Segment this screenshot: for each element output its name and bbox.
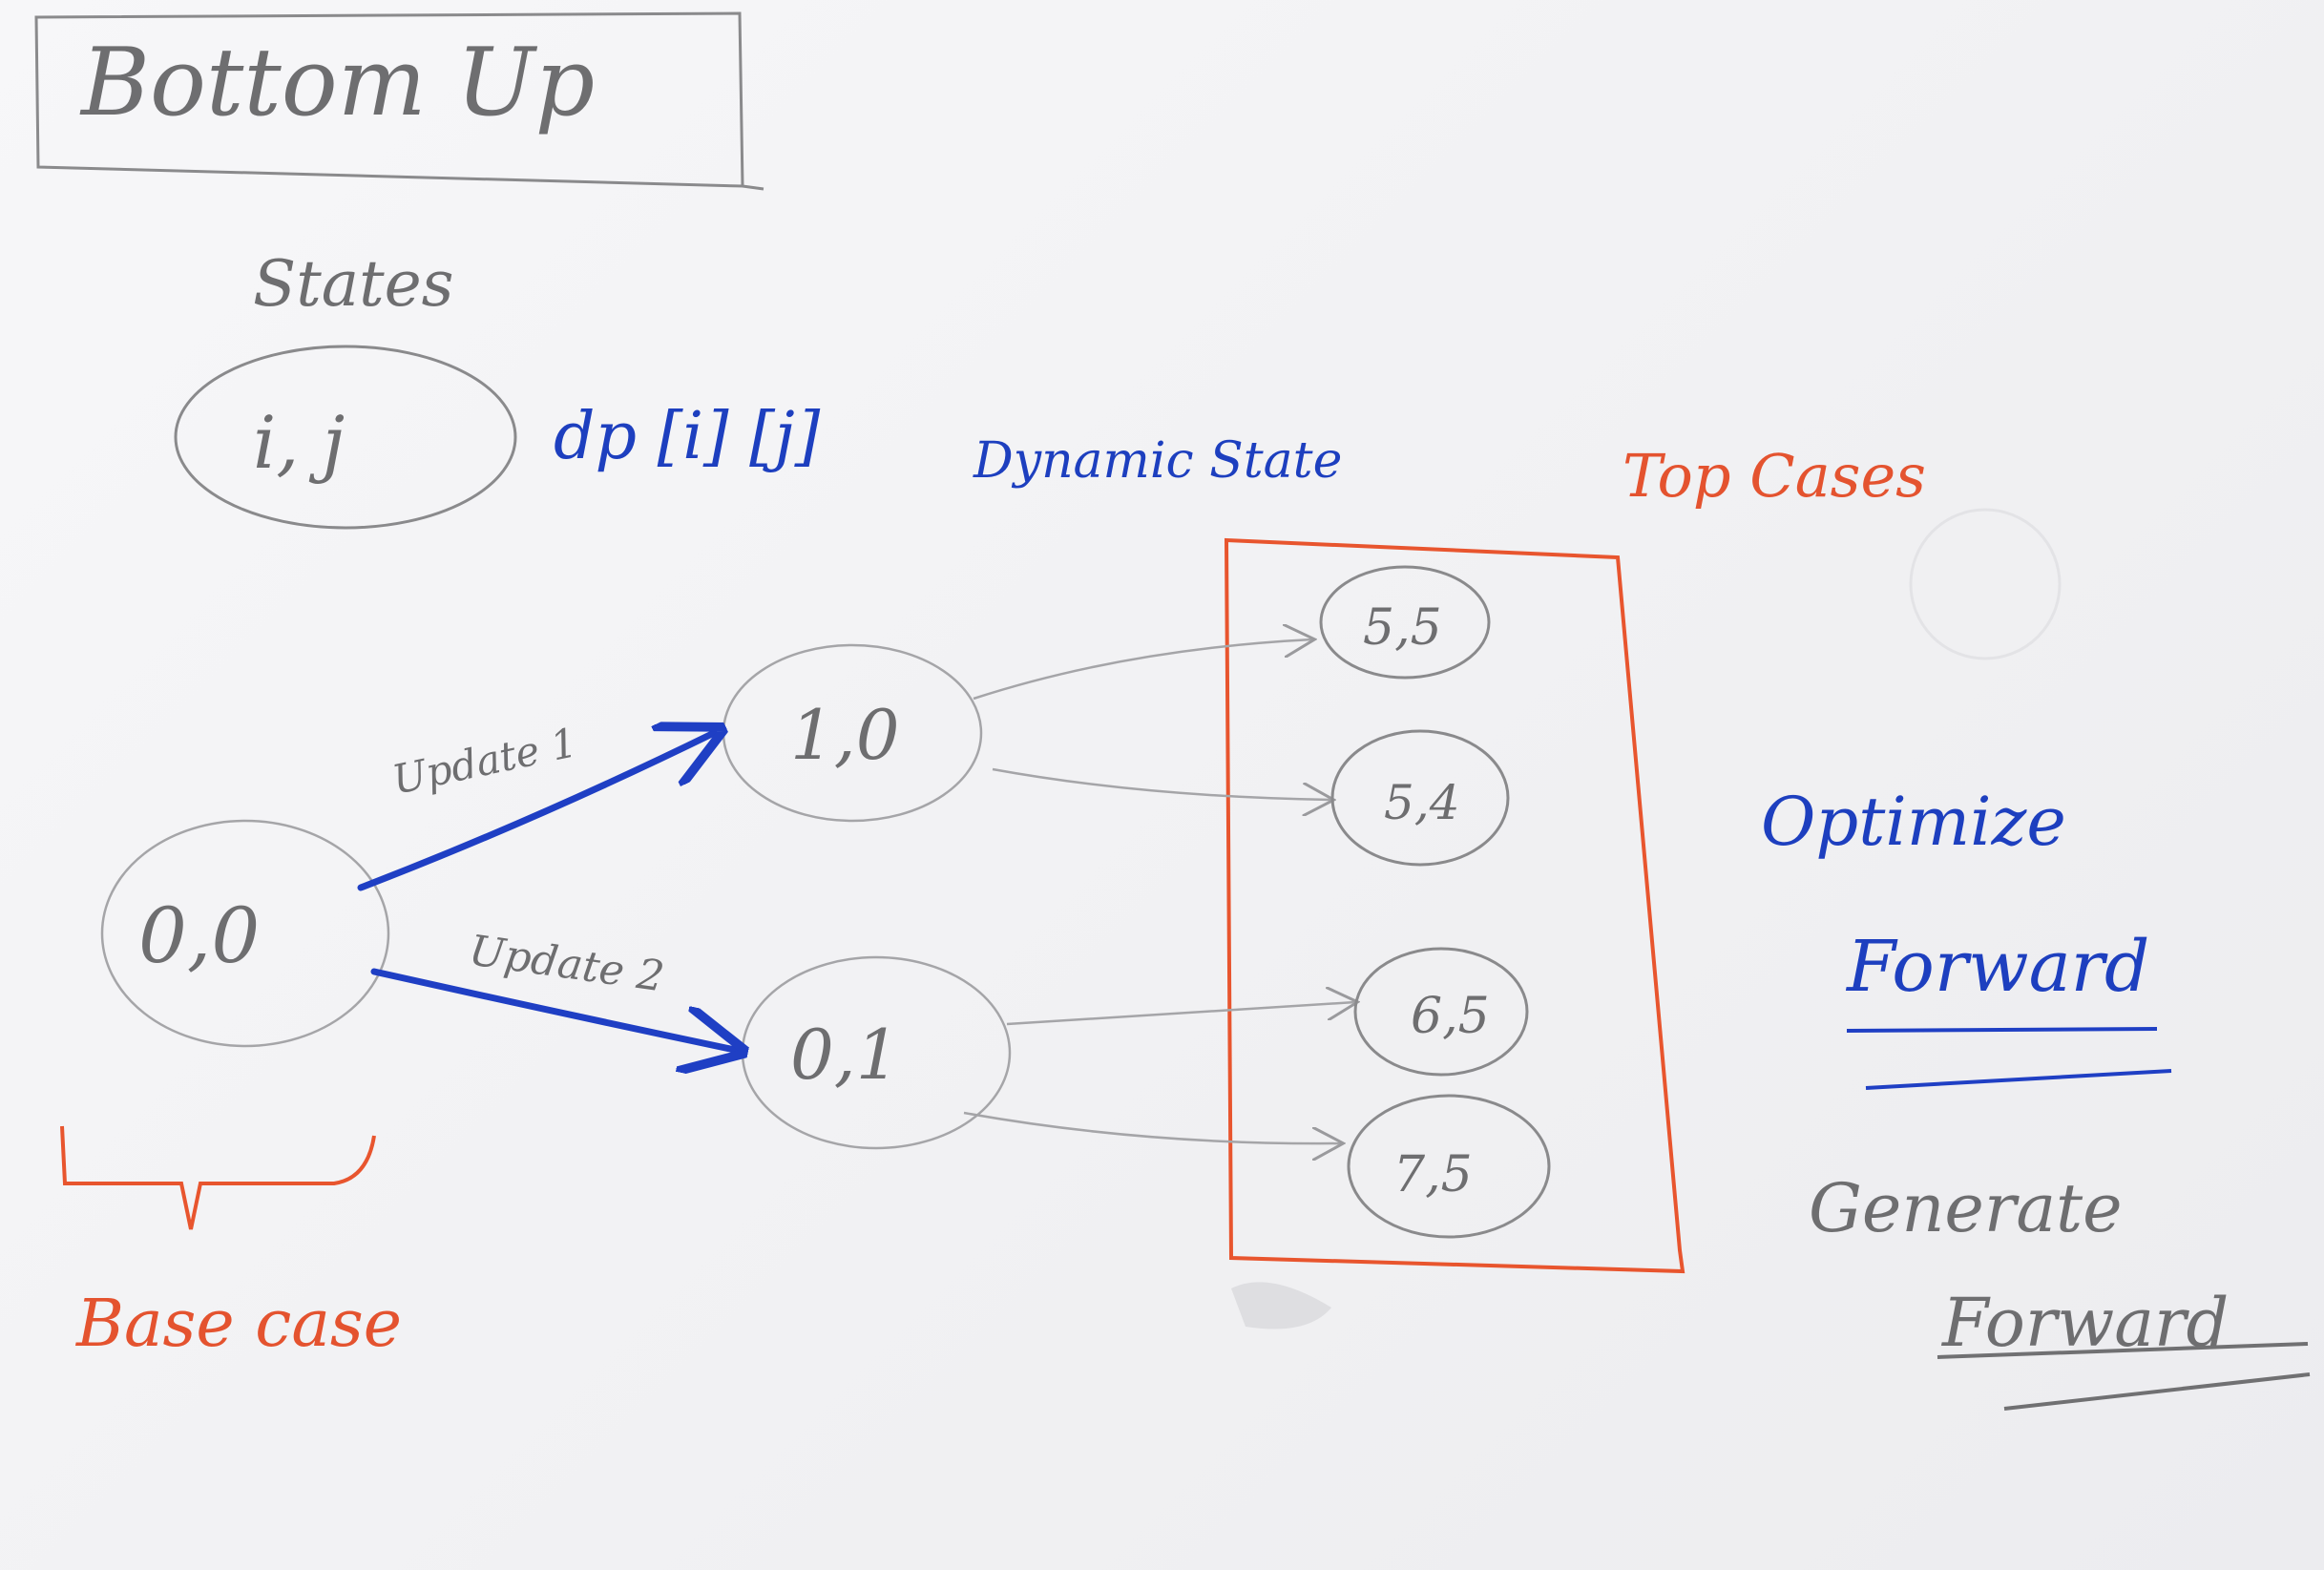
title-box: Bottom Up bbox=[34, 11, 764, 191]
node-54: 5,4 bbox=[1330, 729, 1510, 867]
node-54-label: 5,4 bbox=[1384, 775, 1460, 830]
base-case-label: Base case bbox=[74, 1287, 402, 1362]
node-01-label: 0,1 bbox=[790, 1015, 900, 1095]
smudge-mark bbox=[1231, 1282, 1331, 1329]
base-case-section: Base case bbox=[60, 1125, 402, 1362]
edge-01-65 bbox=[1006, 1002, 1355, 1026]
gray-edges bbox=[963, 639, 1355, 1143]
state-node-label: i, j bbox=[253, 400, 345, 485]
paper-watermark-circle bbox=[1909, 508, 2062, 660]
node-65-circle bbox=[1353, 947, 1529, 1077]
title-frame-tail bbox=[742, 184, 764, 191]
node-75-circle bbox=[1347, 1094, 1551, 1239]
forward-underline-4 bbox=[2003, 1372, 2311, 1411]
state-node bbox=[174, 345, 517, 530]
node-65: 6,5 bbox=[1353, 947, 1529, 1077]
node-00: 0,0 bbox=[100, 819, 390, 1048]
node-10: 1,0 bbox=[722, 643, 983, 823]
node-55-circle bbox=[1319, 565, 1491, 680]
update1-label: Update 1 bbox=[388, 719, 581, 804]
node-00-label: 0,0 bbox=[138, 891, 260, 980]
dp-label: dp [i] [j] bbox=[554, 399, 821, 474]
node-10-label: 1,0 bbox=[790, 695, 900, 775]
node-75: 7,5 bbox=[1347, 1094, 1551, 1239]
update2-label: Update 2 bbox=[466, 926, 666, 1001]
optimize-note: Optimize bbox=[1761, 783, 2066, 861]
forward-underline-2 bbox=[1865, 1069, 2172, 1090]
top-cases-section: Top Cases bbox=[1224, 441, 2062, 1274]
node-55: 5,5 bbox=[1319, 565, 1491, 680]
update2-arrow bbox=[370, 968, 735, 1050]
edge-10-54 bbox=[992, 767, 1331, 800]
states-section: States i, j dp [i] [j] Dynamic State bbox=[174, 247, 1342, 530]
edge-10-55 bbox=[973, 639, 1312, 701]
base-case-brace bbox=[60, 1125, 376, 1230]
generate-note: Generate bbox=[1809, 1169, 2123, 1247]
node-75-label: 7,5 bbox=[1393, 1146, 1473, 1204]
edge-01-75 bbox=[963, 1111, 1341, 1143]
states-label: States bbox=[253, 247, 454, 321]
top-cases-box bbox=[1224, 537, 1685, 1274]
forward-underline-3 bbox=[1937, 1342, 2309, 1359]
notes-section: Optimize Forward Generate Forward bbox=[1761, 783, 2311, 1411]
node-65-label: 6,5 bbox=[1411, 988, 1490, 1045]
top-cases-label: Top Cases bbox=[1623, 441, 1926, 511]
dynamic-state-label: Dynamic State bbox=[973, 432, 1342, 490]
page-title: Bottom Up bbox=[79, 29, 595, 137]
node-01: 0,1 bbox=[741, 955, 1012, 1150]
node-00-circle bbox=[100, 819, 390, 1048]
node-54-circle bbox=[1330, 729, 1510, 867]
update1-arrow bbox=[357, 733, 714, 891]
update-edges: Update 1 Update 2 bbox=[357, 719, 735, 1050]
node-55-label: 5,5 bbox=[1363, 599, 1442, 657]
forward-underline-1 bbox=[1846, 1027, 2158, 1033]
forward-note-1: Forward bbox=[1845, 926, 2149, 1008]
